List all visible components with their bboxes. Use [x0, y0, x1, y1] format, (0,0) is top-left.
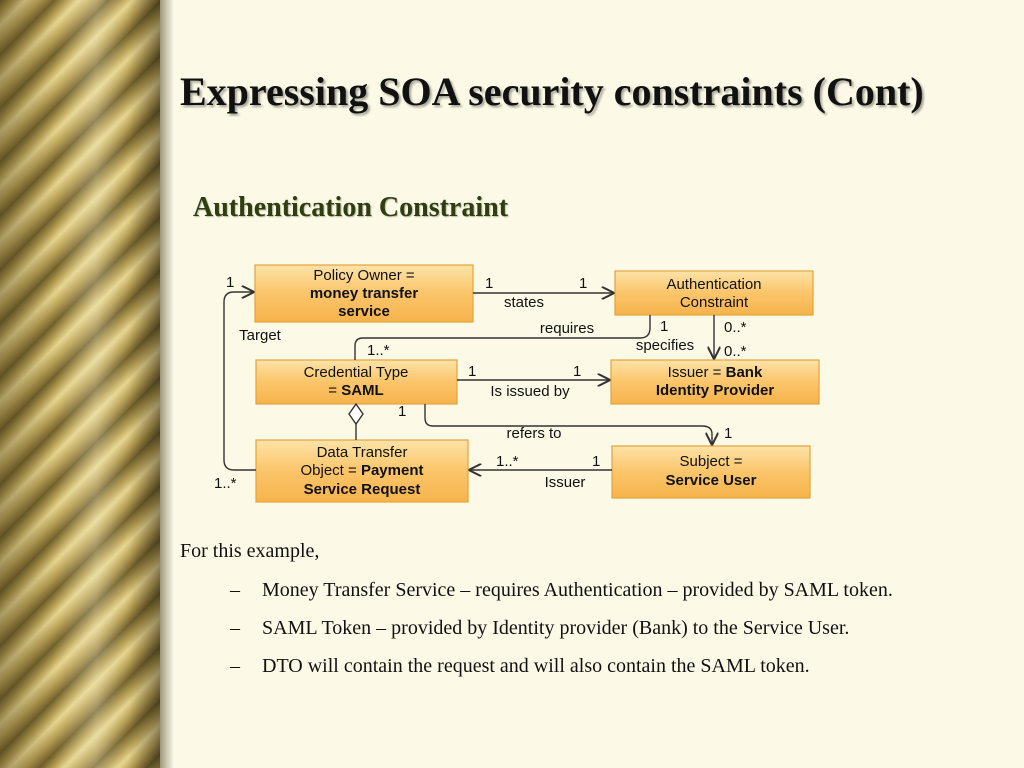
mult-subject-issuer: 1 — [592, 453, 600, 470]
mult-ct-bottom: 1 — [398, 403, 406, 420]
dto-line3: Service Request — [304, 481, 421, 498]
label-refers-to: refers to — [506, 425, 561, 442]
mult-ac-states: 1 — [579, 275, 587, 292]
box-dto: Data Transfer Object = Payment Service R… — [255, 439, 469, 503]
border-shadow — [160, 0, 174, 768]
slide-title: Expressing SOA security constraints (Con… — [180, 69, 924, 114]
edge-target — [223, 292, 256, 471]
bullet-item: –DTO will contain the request and will a… — [230, 654, 990, 678]
credential-type-line2: = SAML — [328, 382, 383, 399]
dash-marker: – — [230, 617, 240, 639]
auth-constraint-line2: Constraint — [680, 294, 749, 311]
mult-issuer-issued: 1 — [573, 363, 581, 380]
mult-subject-refers: 1 — [724, 425, 732, 442]
issuer-line2: Identity Provider — [656, 382, 775, 399]
box-auth-constraint: Authentication Constraint — [614, 270, 814, 316]
label-states: states — [504, 294, 544, 311]
slide-subtitle: Authentication Constraint — [193, 192, 509, 223]
issuer-line1: Issuer = Bank — [668, 364, 763, 381]
policy-owner-line3: service — [338, 303, 390, 320]
box-issuer: Issuer = Bank Identity Provider — [610, 359, 820, 405]
auth-constraint-line1: Authentication — [666, 276, 761, 293]
mult-ac-requires: 1 — [660, 318, 668, 335]
bullet-text: Money Transfer Service – requires Authen… — [262, 579, 893, 601]
bullet-list: –Money Transfer Service – requires Authe… — [230, 578, 990, 692]
mult-po-left: 1 — [226, 274, 234, 291]
label-specifies: specifies — [636, 337, 694, 354]
label-target: Target — [239, 327, 282, 344]
edge-refers-to — [424, 404, 712, 444]
edge-requires — [354, 315, 651, 360]
bullet-item: –SAML Token – provided by Identity provi… — [230, 616, 990, 640]
label-requires: requires — [540, 320, 594, 337]
box-policy-owner: Policy Owner = money transfer service — [254, 264, 474, 323]
mult-dto-issuer: 1..* — [496, 453, 519, 470]
bullet-item: –Money Transfer Service – requires Authe… — [230, 578, 990, 602]
body-intro: For this example, — [180, 540, 320, 562]
bullet-text: DTO will contain the request and will al… — [262, 655, 810, 677]
decorative-gold-border — [0, 0, 160, 768]
label-is-issued-by: Is issued by — [490, 383, 570, 400]
dto-line1: Data Transfer — [317, 444, 408, 461]
subject-line2: Service User — [666, 472, 757, 489]
policy-owner-line1: Policy Owner = — [313, 267, 415, 284]
dash-marker: – — [230, 655, 240, 677]
box-credential-type: Credential Type = SAML — [255, 359, 458, 405]
dto-line2: Object = Payment — [301, 462, 424, 479]
dash-marker: – — [230, 579, 240, 601]
aggregation-diamond-icon — [348, 402, 364, 426]
mult-issuer-specifies: 0..* — [724, 343, 747, 360]
label-issuer: Issuer — [545, 474, 586, 491]
policy-owner-line2: money transfer — [310, 285, 419, 302]
mult-dto-left: 1..* — [214, 475, 237, 492]
mult-ac-specifies: 0..* — [724, 319, 747, 336]
box-subject: Subject = Service User — [611, 445, 811, 499]
mult-ct-issued: 1 — [468, 363, 476, 380]
mult-po-states: 1 — [485, 275, 493, 292]
subject-line1: Subject = — [680, 453, 743, 470]
bullet-text: SAML Token – provided by Identity provid… — [262, 617, 850, 639]
mult-ct-requires: 1..* — [367, 342, 390, 359]
credential-type-line1: Credential Type — [304, 364, 409, 381]
